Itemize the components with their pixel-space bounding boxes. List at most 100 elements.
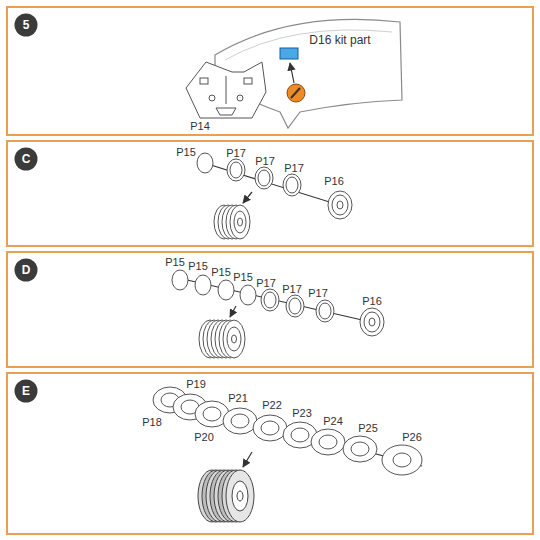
wheel-exploded [319,303,331,319]
wheel-exploded [369,318,375,326]
photo-etch-fret [216,108,236,115]
step-panel [7,7,533,135]
photo-etch-fret [226,76,227,104]
photo-etch-fret [244,78,252,84]
tyre-exploded [153,387,422,475]
part-label: P21 [228,392,248,404]
tyre-exploded [243,452,252,467]
photo-etch-fret [209,95,215,101]
step-panel [7,252,533,367]
wheel-exploded [243,192,252,203]
badge-circle [15,148,38,171]
wheel-exploded [289,298,301,314]
part-label: P26 [402,431,422,443]
glue-icon [287,84,305,102]
tyre-assembled [198,470,254,522]
wheel-exploded [283,174,301,196]
tyre-exploded [231,414,249,428]
part-label: P17 [308,287,328,299]
part-label: P17 [284,162,304,174]
wheel-assembled [227,327,241,351]
tyre-exploded [261,421,279,435]
highlighted-part [280,48,298,59]
step-panel [7,373,533,534]
tyre-exploded [253,415,287,441]
part-label: P22 [262,399,282,411]
wheel-exploded [240,285,256,305]
tyre-assembled [232,481,248,511]
step-number: D [14,258,38,282]
wheel-exploded [255,167,273,189]
wheel-exploded [264,292,276,308]
photo-etch-fret [186,62,266,118]
wheel-assembled [223,320,245,358]
part-label: P15 [188,260,208,272]
part-label: P24 [323,415,343,427]
part-label: P18 [142,416,162,428]
photo-etch-fret [186,62,266,118]
wheel-exploded [230,162,242,178]
wheel-exploded [286,177,298,193]
tyre-exploded [382,445,422,475]
tyre-exploded [311,429,345,455]
part-label: P17 [226,147,246,159]
wheel-assembled [230,205,250,239]
tyre-exploded [343,436,377,462]
tyre-exploded [319,435,337,449]
tyre-assembled [226,470,254,522]
step-badge: D [14,258,38,282]
photo-etch-fret [200,78,208,84]
part-label: P17 [256,277,276,289]
step-badge: E [14,379,38,403]
badge-circle [15,259,38,282]
step-badge: C [14,147,38,171]
wheel-exploded [197,153,213,173]
highlighted-part [280,48,298,59]
part-label: P17 [255,155,275,167]
part-label: D16 kit part [309,33,370,47]
tyre-exploded [153,387,422,475]
part-label: P25 [358,422,378,434]
badge-circle [15,380,38,403]
part-label: P17 [282,283,302,295]
tyre-exploded [393,453,411,467]
wheel-assembled [214,205,250,239]
wheel-exploded [195,275,211,295]
wheel-exploded [172,270,188,290]
wheel-exploded [328,191,352,219]
part-label: P15 [165,256,185,268]
step-panel [7,7,533,534]
wheel-assembled [232,335,237,343]
wheel-exploded [316,300,334,322]
step-number: C [14,147,38,171]
step-number: 5 [14,13,38,37]
part-label: P15 [211,266,231,278]
photo-etch-fret [237,95,243,101]
glue-icon [291,88,300,98]
wheel-exploded [230,306,236,317]
glue-icon [290,63,294,83]
wheel-exploded [261,289,279,311]
wheel-exploded [332,195,348,215]
tyre-assembled [237,491,243,501]
wheel-exploded [227,159,245,181]
part-label: P19 [186,378,206,390]
wheel-exploded [337,201,343,209]
part-label: P14 [190,120,210,132]
step-panel [7,141,533,246]
wheel-exploded [218,280,234,300]
wheel-assembled [199,320,245,358]
wheel-exploded [286,295,304,317]
wheel-exploded [258,170,270,186]
wheel-assembled [234,211,246,233]
part-label: P16 [324,175,344,187]
wheel-assembled [238,218,243,226]
tyre-exploded [291,428,309,442]
part-label: P23 [292,407,312,419]
badge-circle [15,14,38,37]
tyre-exploded [203,407,221,421]
tyre-exploded [351,442,369,456]
